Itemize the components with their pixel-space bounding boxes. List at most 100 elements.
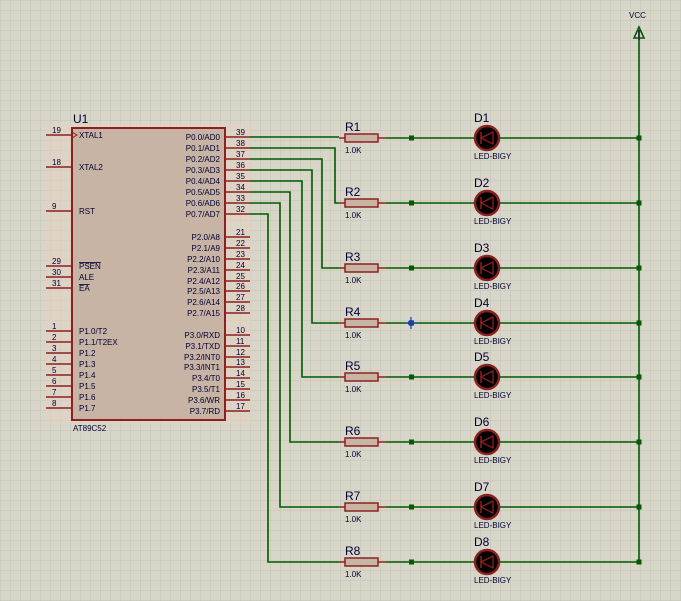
resistor-r1[interactable]: R11.0K bbox=[339, 120, 386, 155]
resistor-ref: R5 bbox=[345, 359, 361, 373]
pin-number: 25 bbox=[236, 272, 245, 281]
resistor-r3[interactable]: R31.0K bbox=[339, 250, 386, 285]
vcc-arrow-icon bbox=[632, 25, 646, 39]
junction-dot bbox=[636, 439, 642, 445]
pin-number: 27 bbox=[236, 293, 245, 302]
resistor-r7[interactable]: R71.0K bbox=[339, 489, 386, 524]
pin-number: 22 bbox=[236, 239, 245, 248]
junction-dot bbox=[636, 374, 642, 380]
chip-pin-4[interactable]: 4P1.3 bbox=[46, 355, 96, 369]
resistor-value: 1.0K bbox=[345, 515, 362, 524]
junction-dot bbox=[409, 504, 414, 510]
pin-name: P1.2 bbox=[79, 349, 96, 358]
pin-name: P2.3/A11 bbox=[188, 266, 221, 275]
wire-p0-2 bbox=[250, 158, 339, 269]
wire-group bbox=[250, 40, 640, 563]
resistor-r8[interactable]: R81.0K bbox=[339, 544, 386, 579]
chip-pin-8[interactable]: 8P1.7 bbox=[46, 399, 96, 413]
pin-number: 4 bbox=[52, 355, 57, 364]
pin-name: P0.3/AD3 bbox=[186, 166, 221, 175]
resistor-r2[interactable]: R21.0K bbox=[339, 185, 386, 220]
resistor-body bbox=[344, 198, 379, 208]
resistor-ref: R4 bbox=[345, 305, 361, 319]
resistor-value: 1.0K bbox=[345, 570, 362, 579]
vcc-terminal[interactable]: VCC bbox=[629, 11, 646, 40]
wire-p0-5 bbox=[250, 191, 339, 443]
led-ref: D2 bbox=[474, 176, 490, 190]
chip-pin-1[interactable]: 1P1.0/T2 bbox=[46, 322, 108, 336]
junction-dot bbox=[409, 374, 414, 380]
junction-dot bbox=[636, 200, 642, 206]
led-triangle-icon bbox=[479, 315, 494, 331]
wire-p0-1 bbox=[250, 147, 339, 204]
junction-dot bbox=[636, 559, 642, 565]
resistor-r6[interactable]: R61.0K bbox=[339, 424, 386, 459]
resistor-value: 1.0K bbox=[345, 331, 362, 340]
chip-pin-2[interactable]: 2P1.1/T2EX bbox=[46, 333, 118, 347]
chip-pin-5[interactable]: 5P1.4 bbox=[46, 366, 96, 380]
pin-name: P0.6/AD6 bbox=[186, 199, 221, 208]
resistor-value: 1.0K bbox=[345, 385, 362, 394]
wire-p0-7 bbox=[250, 213, 339, 563]
led-type: LED-BIGY bbox=[474, 217, 512, 226]
wire-p0-6 bbox=[250, 202, 339, 508]
pin-number: 7 bbox=[52, 388, 57, 397]
junction-dot bbox=[409, 135, 414, 141]
chip-pin-6[interactable]: 6P1.5 bbox=[46, 377, 96, 391]
pin-number: 14 bbox=[236, 369, 245, 378]
pin-name: ALE bbox=[79, 273, 94, 282]
resistor-body bbox=[344, 557, 379, 567]
pin-name: P2.1/A9 bbox=[192, 244, 221, 253]
pin-number: 17 bbox=[236, 402, 245, 411]
right-pin-group: 39P0.0/AD038P0.1/AD137P0.2/AD236P0.3/AD3… bbox=[184, 128, 250, 416]
microcontroller-u1[interactable]: U1 AT89C52 19XTAL118XTAL29RST29PSEN30ALE… bbox=[46, 112, 252, 433]
chip-pin-7[interactable]: 7P1.6 bbox=[46, 388, 96, 402]
pin-number: 34 bbox=[236, 183, 245, 192]
led-ref: D3 bbox=[474, 241, 490, 255]
resistor-r5[interactable]: R5 1.0K bbox=[339, 359, 386, 394]
chip-pin-3[interactable]: 3P1.2 bbox=[46, 344, 96, 358]
wire-p0-3 bbox=[250, 169, 339, 324]
pin-name: P2.6/A14 bbox=[187, 298, 220, 307]
pin-name: P0.2/AD2 bbox=[186, 155, 221, 164]
resistor-r4[interactable]: R4 1.0K bbox=[339, 305, 386, 340]
